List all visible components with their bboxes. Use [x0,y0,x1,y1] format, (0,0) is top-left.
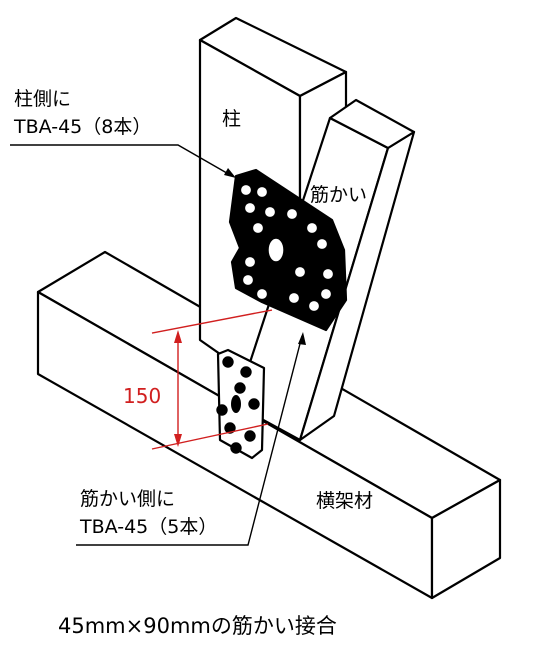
upper-plate-hole [243,255,257,269]
upper-plate-hole [241,273,255,287]
upper-plate-hole [239,183,253,197]
brace-top-face [328,98,416,150]
lower-plate-hole [244,430,256,442]
label-beam: 横架材 [316,490,374,512]
upper-plate-hole [315,237,329,251]
lower-plate-hole [224,422,236,434]
lower-plate-holes [216,356,260,454]
lower-plate-hole [234,382,246,394]
lower-plate-hole [230,442,242,454]
leader-column-side [10,144,233,177]
upper-plate-hole [307,299,321,313]
upper-plate-slot [267,237,285,263]
label-column-side-line1: 柱側に [14,88,72,110]
label-brace-side-line2: TBA-45（5本） [80,516,218,538]
upper-plate-holes [239,183,335,313]
lower-plate-hole [240,366,252,378]
upper-plate-hole [251,221,265,235]
upper-plate-hole [255,287,269,301]
upper-plate-hole [287,291,301,305]
upper-plate-hole [255,185,269,199]
dimension-ext-top [151,309,273,334]
upper-plate-hole [285,207,299,221]
upper-plate-hole [293,265,307,279]
leader-brace-arrowhead [298,332,306,345]
upper-plate-hole [321,267,335,281]
lower-plate-slot [231,395,241,413]
dimension-arrow-bottom [174,434,182,447]
upper-plate-hole [263,205,277,219]
caption: 45mm×90mmの筋かい接合 [58,614,337,638]
label-brace: 筋かい [310,184,368,206]
beam-end-face [430,478,502,600]
leader-brace-side [76,335,303,546]
label-column: 柱 [222,108,242,130]
upper-plate-hole [305,221,319,235]
lower-plate-hole [248,398,260,410]
dimension-lines [151,309,273,450]
label-column-side-line2: TBA-45（8本） [14,116,152,138]
upper-plate-hole [319,287,333,301]
leader-column-arrowhead [224,168,236,178]
lower-plate-hole [216,404,228,416]
lower-plate-hole [222,356,234,368]
dimension-ext-bottom [151,423,269,450]
label-brace-side-line1: 筋かい側に [80,488,176,510]
upper-plate-hole [243,201,257,215]
label-dimension: 150 [123,384,162,408]
dimension-arrow-top [174,330,182,343]
